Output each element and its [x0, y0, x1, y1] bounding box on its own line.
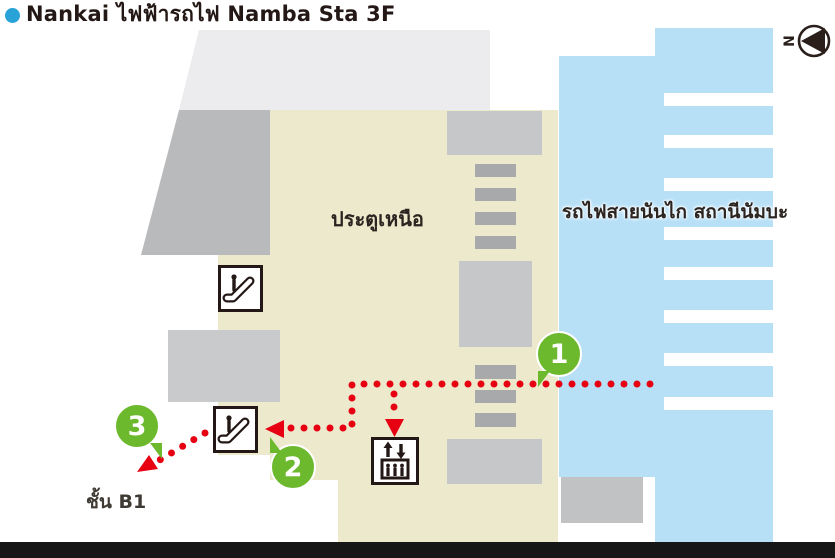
structure-block [447, 111, 542, 155]
route-marker-1: 1 [536, 331, 582, 387]
structure-block [459, 261, 532, 347]
structure-block-west [168, 330, 280, 402]
track-stripe [664, 93, 773, 106]
route-marker-2-number: 2 [283, 451, 303, 483]
structure-block-southeast [561, 477, 643, 523]
gate-block [475, 236, 516, 249]
title-bullet-icon [5, 8, 20, 23]
escalator-icon [218, 265, 263, 312]
gate-block [475, 413, 516, 427]
gate-block [475, 164, 516, 177]
page-title: Nankai ไฟฟ้ารถไฟ Namba Sta 3F [26, 2, 396, 26]
route-path [154, 380, 654, 465]
route-arrow-downleft-icon [137, 455, 158, 472]
page-title-row: Nankai ไฟฟ้ารถไฟ Namba Sta 3F [5, 1, 396, 27]
track-stripe [664, 178, 773, 191]
track-stripe [664, 397, 773, 410]
north-gate-label: ประตูเหนือ [331, 207, 424, 231]
track-stripe [664, 310, 773, 323]
track-stripe [664, 135, 773, 148]
marker-tail [270, 437, 282, 453]
route-arrow-left-icon [265, 420, 284, 438]
route-marker-3-number: 3 [127, 410, 147, 442]
floor-b1-label: ชั้น B1 [86, 491, 147, 513]
route-arrow-down-icon [385, 419, 404, 437]
building-outline-north [179, 30, 490, 110]
north-letter: N [782, 35, 798, 47]
track-stripe [664, 353, 773, 366]
route-marker-3: 3 [114, 403, 162, 459]
route-marker-2: 2 [270, 437, 316, 490]
marker-tail [150, 443, 162, 459]
route-b1-branch [154, 429, 209, 465]
track-stripe [664, 227, 773, 240]
structure-block [447, 439, 542, 484]
station-line-label: รถไฟสายนันไก สถานีนัมบะ [561, 201, 789, 223]
platform-stripes [664, 93, 773, 410]
building-block-west [141, 110, 270, 255]
north-arrow-icon: N [782, 24, 831, 58]
bottom-edge-bar [0, 542, 835, 558]
marker-tail [538, 371, 550, 387]
gate-block [475, 188, 516, 201]
route-main-line [282, 380, 654, 432]
gate-block [475, 212, 516, 225]
elevator-icon [371, 437, 419, 485]
gate-block [475, 390, 516, 403]
gate-block [475, 365, 516, 379]
platform-area [559, 28, 773, 542]
route-marker-1-number: 1 [549, 338, 569, 370]
track-stripe [664, 267, 773, 280]
escalator-icon [213, 406, 258, 453]
